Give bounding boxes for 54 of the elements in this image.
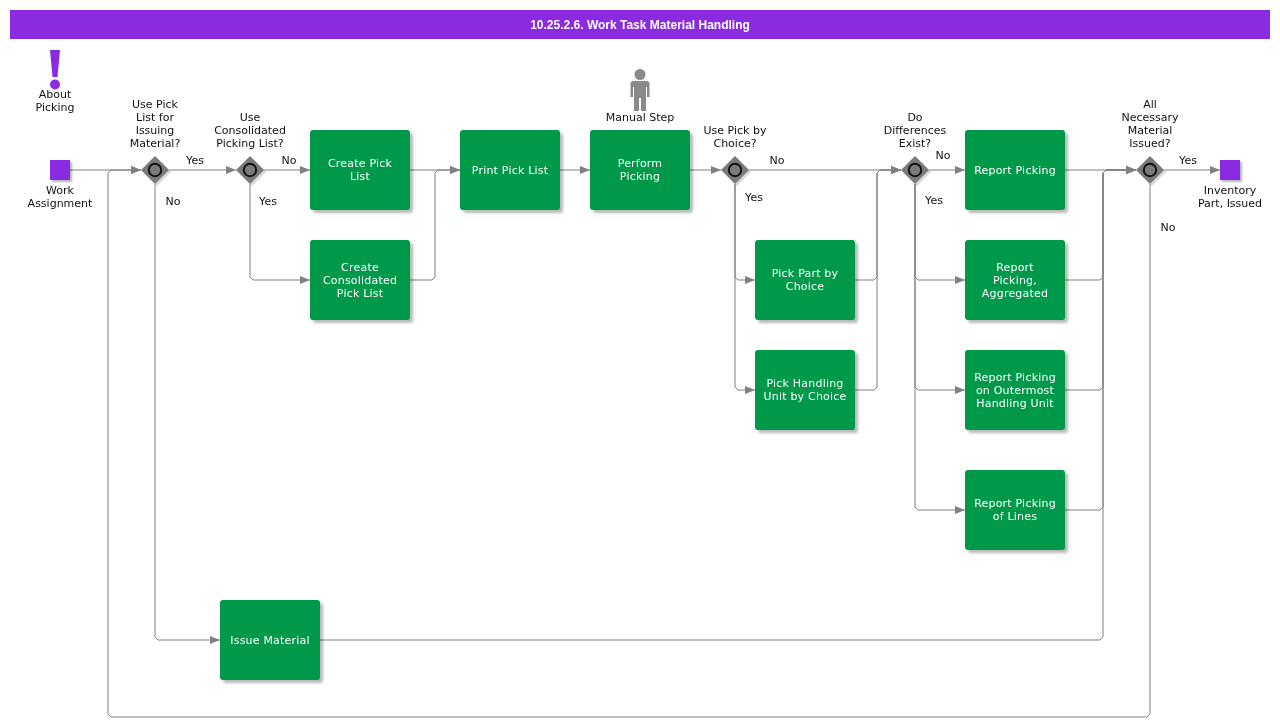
gateway-label: All Necessary Material Issued? [1120,98,1180,150]
task-label: Report Picking of Lines [973,497,1057,523]
gateway-label: Use Consolidated Picking List? [213,111,287,150]
arrow [249,183,311,284]
arrow [154,183,221,644]
task-label: Report Picking, Aggregated [980,260,1050,300]
edge-label: Yes [925,193,943,207]
task-box [220,600,320,680]
arrow [168,166,237,174]
arrow [914,183,966,514]
edge-label: No [769,153,785,167]
task-box [965,130,1065,210]
task-label: Create Consolidated Pick List [321,260,399,300]
gateway-label: Use Pick List for Issuing Material? [128,98,182,150]
edge-label: Yes [186,153,204,167]
task-label: Pick Part by Choice [770,267,840,293]
edge-label: No [281,153,297,167]
diagram-title: 10.25.2.6. Work Task Material Handling [530,17,750,32]
arrow [928,166,966,174]
edge-label: Yes [1179,153,1197,167]
arrow [107,166,1151,718]
task-label: Report Picking on Outermost Handling Unit [973,370,1057,410]
gateway-label: Do Differences Exist? [882,111,948,150]
task-label: Report Picking [974,163,1056,177]
edge-label: No [165,194,181,208]
arrow [559,166,591,174]
task-label: Perform Picking [616,157,664,183]
gateway-label: Use Pick by Choice? [702,124,768,150]
task-label: Print Pick List [471,163,549,177]
arrow [734,183,756,394]
task-box [965,350,1065,430]
task-label: Issue Material [230,633,310,647]
edge-label: Yes [745,190,763,204]
arrow [1163,166,1221,174]
task-box [310,240,410,320]
task-label: Pick Handling Unit by Choice [762,377,848,403]
task-box [965,240,1065,320]
task-box [460,130,560,210]
task-box [965,470,1065,550]
arrow [409,166,461,281]
annotation-label: Manual Step [605,111,675,124]
edge-label: No [1160,220,1176,234]
task-box [755,350,855,430]
event-label: Inventory Part, Issued [1196,184,1264,210]
arrow [854,166,902,391]
arrow [689,166,722,174]
event-label: Work Assignment [26,184,94,210]
edge-label: Yes [259,194,277,208]
edge-label: No [935,148,951,162]
task-box [310,130,410,210]
note-label: About Picking [34,88,76,114]
task-box [755,240,855,320]
arrow [263,166,311,174]
task-label: Create Pick List [326,157,394,183]
